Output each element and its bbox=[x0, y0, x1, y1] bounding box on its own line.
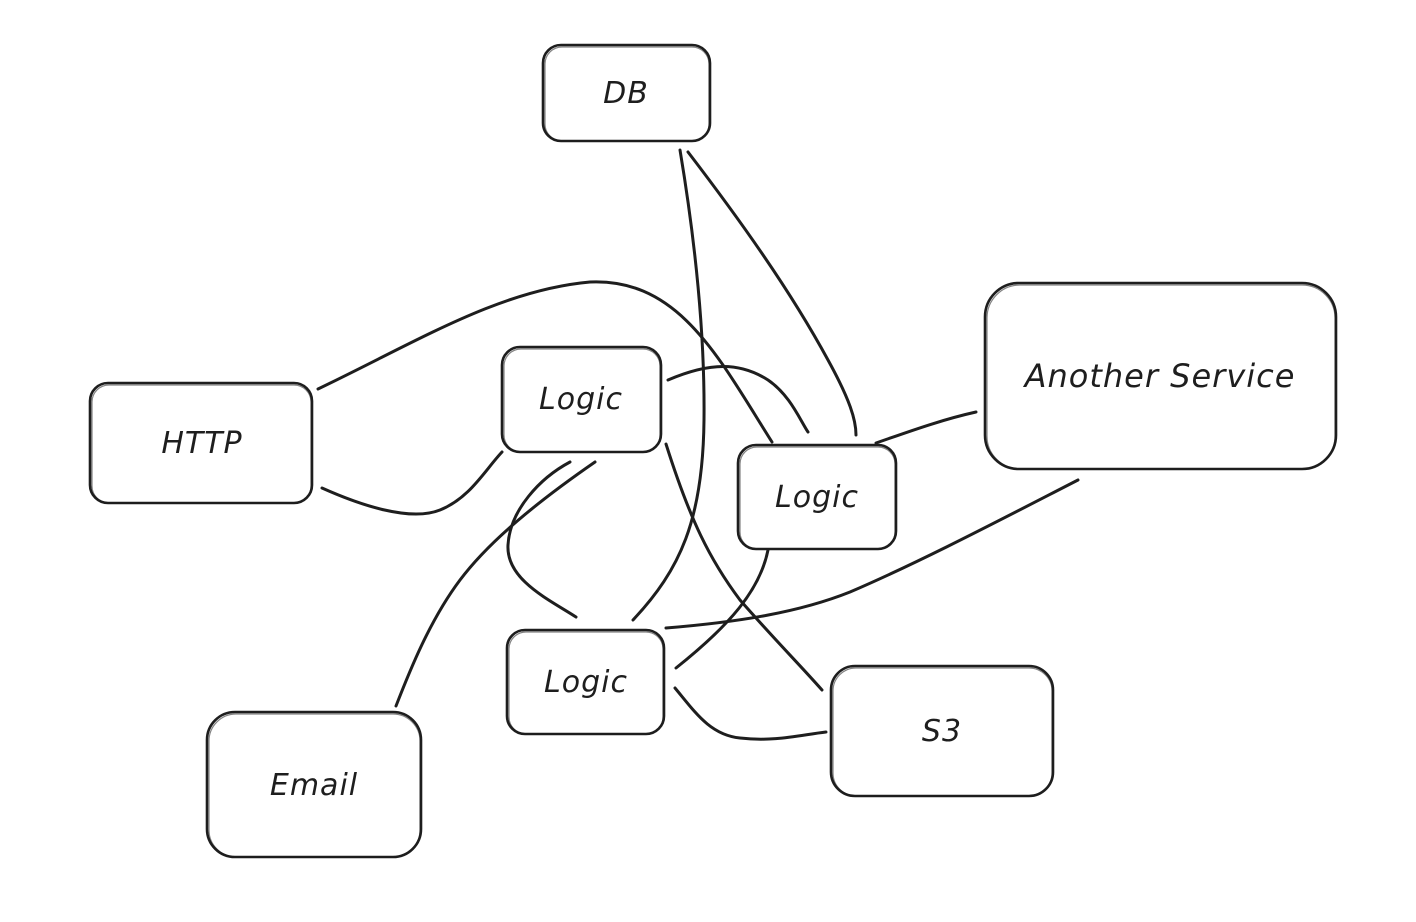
node-email[interactable]: Email bbox=[205, 710, 423, 859]
edge-logic-top-logic-right bbox=[666, 365, 810, 434]
edge-logic-top-s3 bbox=[664, 442, 824, 692]
edge-logic-top-logic-bottom bbox=[506, 460, 578, 619]
edge-logic-top-email bbox=[394, 460, 597, 708]
node-http[interactable]: HTTP bbox=[88, 381, 314, 505]
node-logic-bottom[interactable]: Logic bbox=[505, 628, 666, 736]
node-db[interactable]: DB bbox=[541, 43, 712, 143]
node-s3[interactable]: S3 bbox=[829, 664, 1055, 798]
node-another-service[interactable]: Another Service bbox=[983, 281, 1338, 471]
edge-db-logic-bottom bbox=[631, 148, 706, 622]
node-email-label: Email bbox=[270, 768, 358, 803]
edges bbox=[316, 148, 1080, 741]
node-db-label: DB bbox=[603, 76, 649, 111]
edge-logic-bottom-another-service bbox=[664, 478, 1080, 630]
node-logic-top[interactable]: Logic bbox=[500, 345, 663, 454]
edge-logic-right-logic-bottom bbox=[674, 548, 770, 670]
node-http-label: HTTP bbox=[161, 426, 242, 461]
node-logic-right-label: Logic bbox=[775, 480, 859, 515]
node-logic-top-label: Logic bbox=[539, 382, 623, 417]
edge-logic-bottom-s3 bbox=[673, 686, 828, 741]
edge-http-logic-top bbox=[320, 450, 504, 516]
node-logic-right[interactable]: Logic bbox=[736, 443, 898, 551]
edge-db-logic-right bbox=[686, 150, 858, 437]
node-another-service-label: Another Service bbox=[1023, 357, 1296, 395]
node-s3-label: S3 bbox=[922, 714, 962, 749]
node-logic-bottom-label: Logic bbox=[544, 665, 628, 700]
edge-logic-right-another-service bbox=[874, 410, 978, 445]
